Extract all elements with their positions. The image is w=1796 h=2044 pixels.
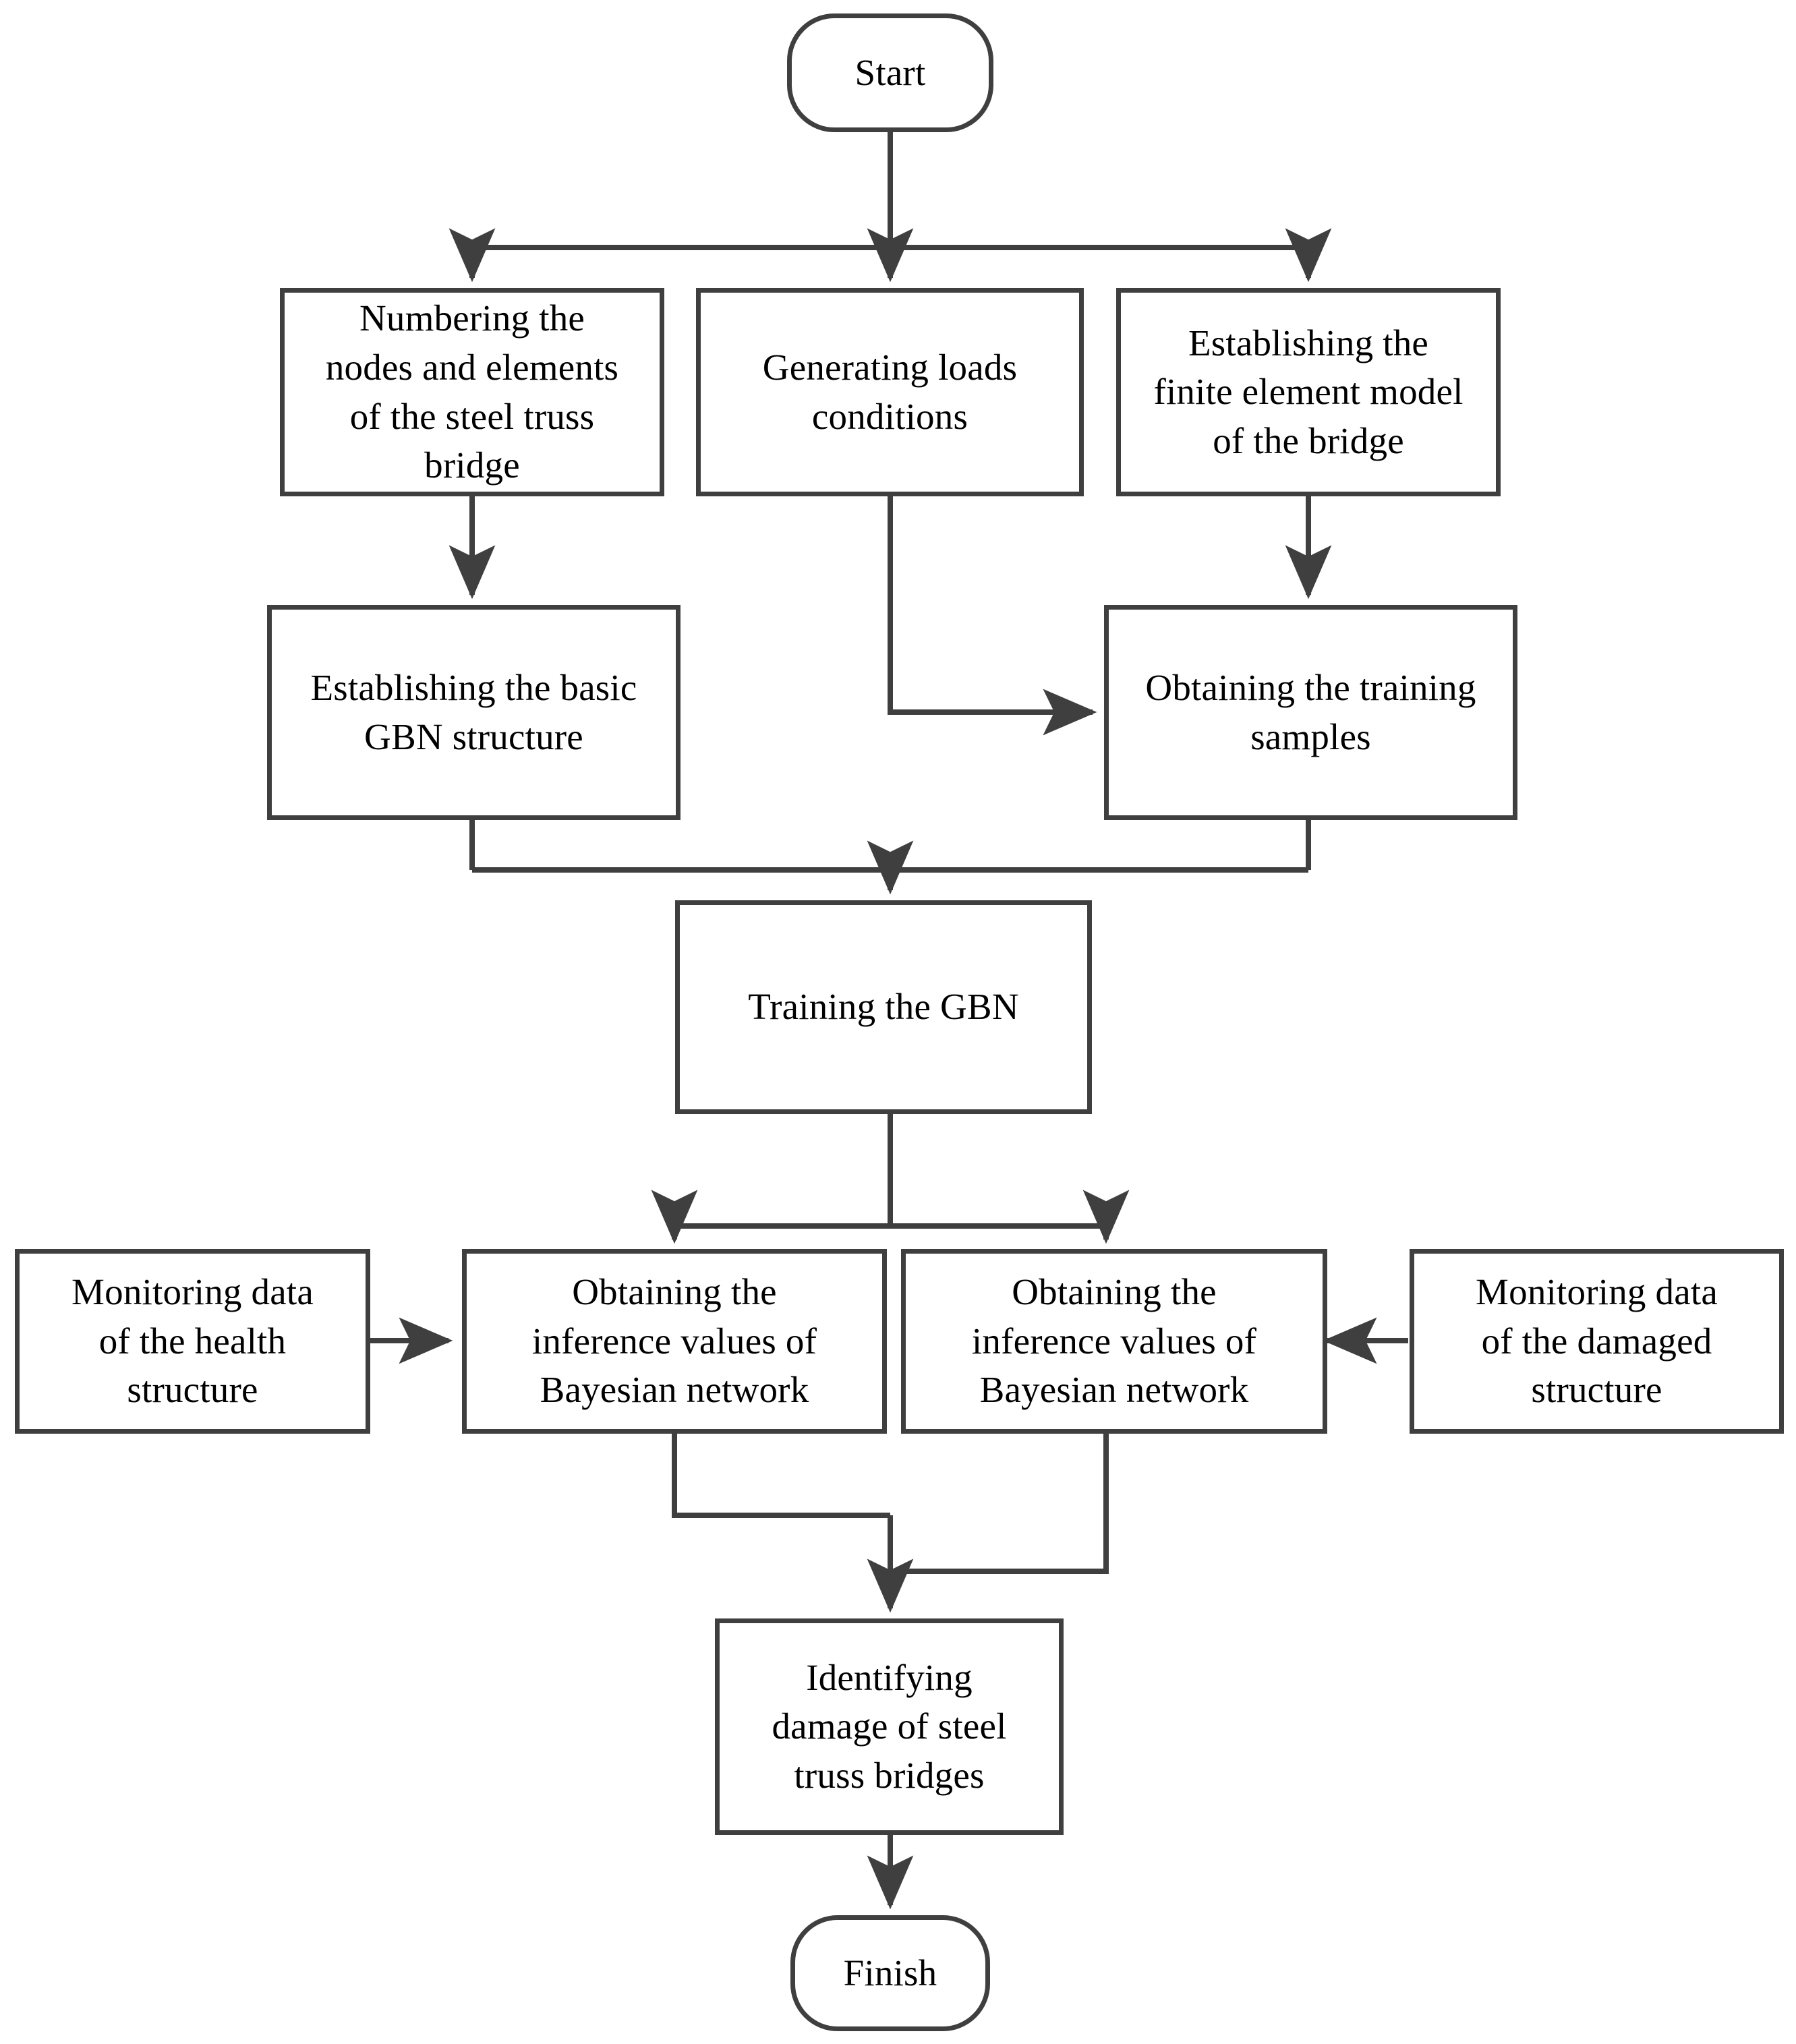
edge-inference-damaged-merge bbox=[890, 1434, 1109, 1574]
node-numbering-nodes-elements[interactable]: Numbering the nodes and elements of the … bbox=[280, 288, 664, 496]
node-start[interactable]: Start bbox=[787, 13, 993, 132]
node-monitoring-data-health-structure[interactable]: Monitoring data of the health structure bbox=[15, 1249, 370, 1434]
node-finish-label: Finish bbox=[843, 1952, 937, 1993]
node-generating-loads-conditions-label: Generating loads conditions bbox=[762, 346, 1018, 437]
node-identifying-damage-label: Identifying damage of steel truss bridge… bbox=[772, 1656, 1007, 1796]
node-inference-values-damaged-label: Obtaining the inference values of Bayesi… bbox=[971, 1271, 1257, 1411]
node-training-the-gbn-label: Training the GBN bbox=[748, 986, 1019, 1028]
node-obtaining-training-samples[interactable]: Obtaining the training samples bbox=[1104, 605, 1517, 820]
node-establishing-gbn-structure[interactable]: Establishing the basic GBN structure bbox=[267, 605, 680, 820]
node-establishing-gbn-structure-label: Establishing the basic GBN structure bbox=[310, 666, 637, 757]
node-inference-values-health[interactable]: Obtaining the inference values of Bayesi… bbox=[462, 1249, 887, 1434]
node-numbering-nodes-elements-label: Numbering the nodes and elements of the … bbox=[325, 297, 619, 486]
edge-loads-to-training-samples bbox=[888, 496, 1097, 736]
node-establishing-fe-model-label: Establishing the finite element model of… bbox=[1153, 322, 1464, 461]
node-monitoring-data-health-structure-label: Monitoring data of the health structure bbox=[71, 1271, 314, 1411]
edge-inference-health-merge bbox=[672, 1434, 890, 1518]
node-monitoring-data-damaged-structure-label: Monitoring data of the damaged structure bbox=[1476, 1271, 1718, 1411]
node-inference-values-damaged[interactable]: Obtaining the inference values of Bayesi… bbox=[901, 1249, 1327, 1434]
node-training-the-gbn[interactable]: Training the GBN bbox=[675, 900, 1092, 1114]
node-finish[interactable]: Finish bbox=[790, 1915, 990, 2031]
node-start-label: Start bbox=[854, 51, 926, 93]
node-establishing-fe-model[interactable]: Establishing the finite element model of… bbox=[1116, 288, 1501, 496]
node-identifying-damage[interactable]: Identifying damage of steel truss bridge… bbox=[715, 1618, 1064, 1835]
node-obtaining-training-samples-label: Obtaining the training samples bbox=[1145, 666, 1476, 757]
node-generating-loads-conditions[interactable]: Generating loads conditions bbox=[696, 288, 1084, 496]
node-monitoring-data-damaged-structure[interactable]: Monitoring data of the damaged structure bbox=[1410, 1249, 1784, 1434]
node-inference-values-health-label: Obtaining the inference values of Bayesi… bbox=[531, 1271, 817, 1411]
